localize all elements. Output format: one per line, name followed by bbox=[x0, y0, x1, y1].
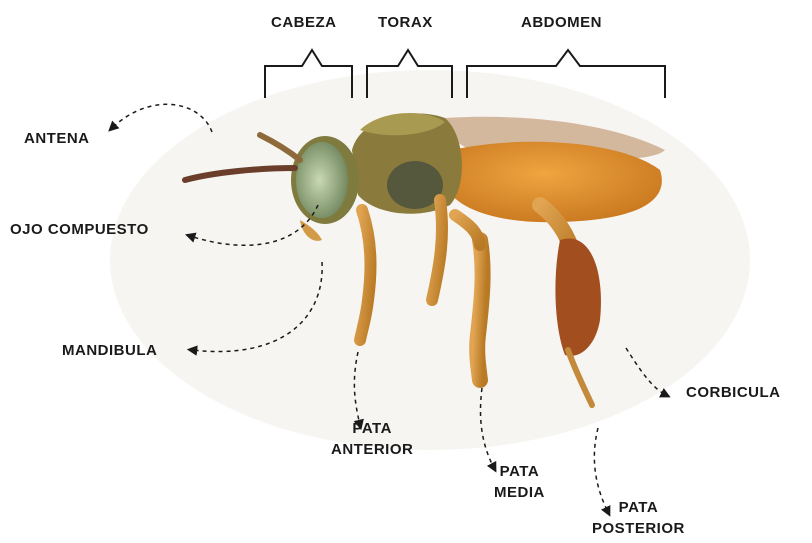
midleg-label: PATA MEDIA bbox=[494, 461, 545, 503]
hindleg-label-line1: PATA bbox=[592, 497, 685, 518]
hindleg-label: PATA POSTERIOR bbox=[592, 497, 685, 539]
midleg-label-line1: PATA bbox=[494, 461, 545, 482]
foreleg-label-line2: ANTERIOR bbox=[331, 439, 413, 460]
antenna-leader bbox=[112, 104, 212, 132]
corbicula-label: CORBICULA bbox=[686, 382, 781, 403]
thorax-region-label: TORAX bbox=[378, 12, 433, 33]
compound-eye-label: OJO COMPUESTO bbox=[10, 219, 149, 240]
mandible-label: MANDIBULA bbox=[62, 340, 157, 361]
midleg-tibia bbox=[477, 240, 482, 380]
compound-eye bbox=[296, 142, 348, 218]
head-region-label: CABEZA bbox=[271, 12, 337, 33]
midleg-label-line2: MEDIA bbox=[494, 482, 545, 503]
hindleg-label-line2: POSTERIOR bbox=[592, 518, 685, 539]
foreleg-label-line1: PATA bbox=[331, 418, 413, 439]
antenna-label: ANTENA bbox=[24, 128, 90, 149]
foreleg-label: PATA ANTERIOR bbox=[331, 418, 413, 460]
abdomen-region-label: ABDOMEN bbox=[521, 12, 602, 33]
